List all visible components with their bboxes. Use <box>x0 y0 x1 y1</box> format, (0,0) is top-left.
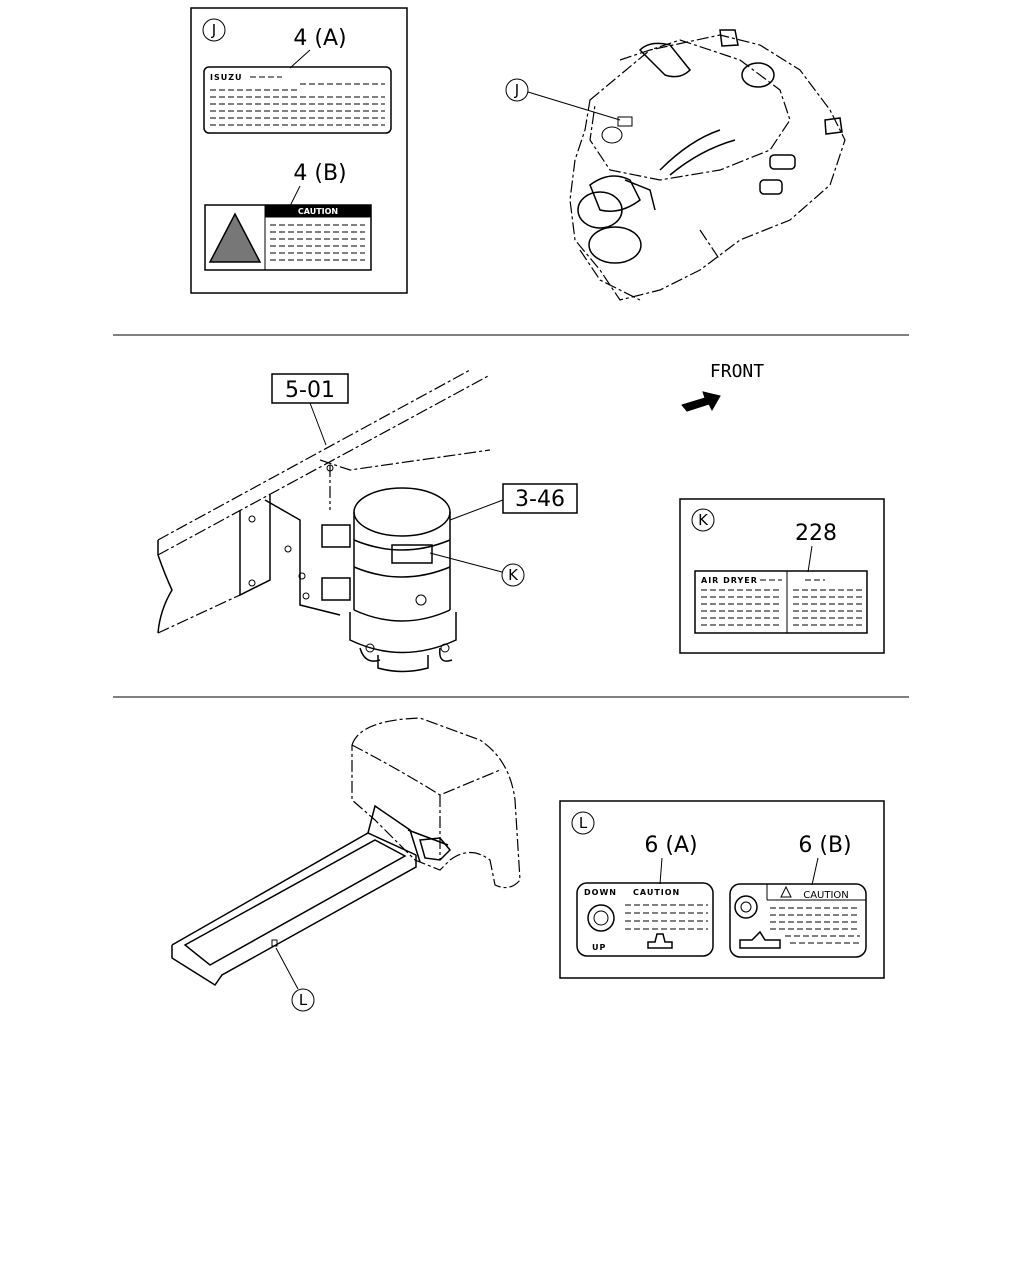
label-6a-text-lines <box>625 904 708 930</box>
callout-l-frame-circle <box>291 988 315 1012</box>
frame-rail-illustration <box>157 369 491 634</box>
callout-k-frame-letter: K <box>508 566 519 584</box>
label-6a-up: UP <box>592 943 606 952</box>
label-228-text-lines <box>701 579 862 626</box>
callout-k-circle <box>691 508 715 532</box>
front-label: FRONT <box>710 361 764 382</box>
callout-l-circle <box>571 811 595 835</box>
label-6b-text-lines <box>770 907 860 944</box>
part-label-6b: 6 (B) <box>798 833 851 858</box>
callout-j-letter: J <box>211 21 216 39</box>
ref-box-3-46 <box>502 483 578 514</box>
air-dryer-illustration <box>349 487 457 673</box>
label-6a-down: DOWN <box>584 888 617 897</box>
callout-j-engine-letter: J <box>514 81 519 99</box>
ref-3-46: 3-46 <box>515 487 565 512</box>
label-6a-dial-icon <box>587 904 615 932</box>
detail-box-j <box>190 7 408 294</box>
callout-k-frame-circle <box>501 563 525 587</box>
label-228-title: AIR DRYER <box>701 576 758 585</box>
callout-k-letter: K <box>698 511 709 529</box>
part-label-4b: 4 (B) <box>293 161 346 186</box>
label-4b-text-lines <box>270 224 365 261</box>
section-k: 5-01 <box>157 361 885 673</box>
callout-l-frame-letter: L <box>299 991 308 1009</box>
ref-5-01: 5-01 <box>285 378 335 403</box>
detail-box-l <box>559 800 885 979</box>
part-label-4a: 4 (A) <box>293 26 346 51</box>
front-arrow-icon <box>681 391 721 412</box>
label-6b <box>729 883 867 958</box>
engine-illustration: J <box>505 29 846 301</box>
section-l: L L 6 (A) DOWN CAUTION UP 6 (B) CAUTION <box>171 717 885 1012</box>
callout-l-letter: L <box>579 814 588 832</box>
label-6b-warning-icon <box>780 885 792 898</box>
label-6a <box>576 882 714 957</box>
label-228 <box>694 570 868 634</box>
cab-tilt-illustration <box>171 717 521 987</box>
label-4b-header: CAUTION <box>298 207 338 216</box>
detail-box-k <box>679 498 885 654</box>
label-6b-caution: CAUTION <box>803 890 849 901</box>
label-6b-dial-icon <box>734 895 758 919</box>
label-4a-text-lines <box>210 76 385 126</box>
label-6a-caution: CAUTION <box>633 888 680 897</box>
part-label-228: 228 <box>795 521 837 546</box>
part-label-6a: 6 (A) <box>644 833 697 858</box>
callout-j-circle <box>202 18 226 42</box>
label-4a <box>203 66 392 134</box>
label-4a-brand: ISUZU <box>210 73 243 82</box>
section-j: J 4 (A) ISUZU 4 (B) CAUTION <box>190 7 846 301</box>
warning-triangle-icon <box>208 212 262 263</box>
label-4b-header-bar <box>264 204 372 218</box>
